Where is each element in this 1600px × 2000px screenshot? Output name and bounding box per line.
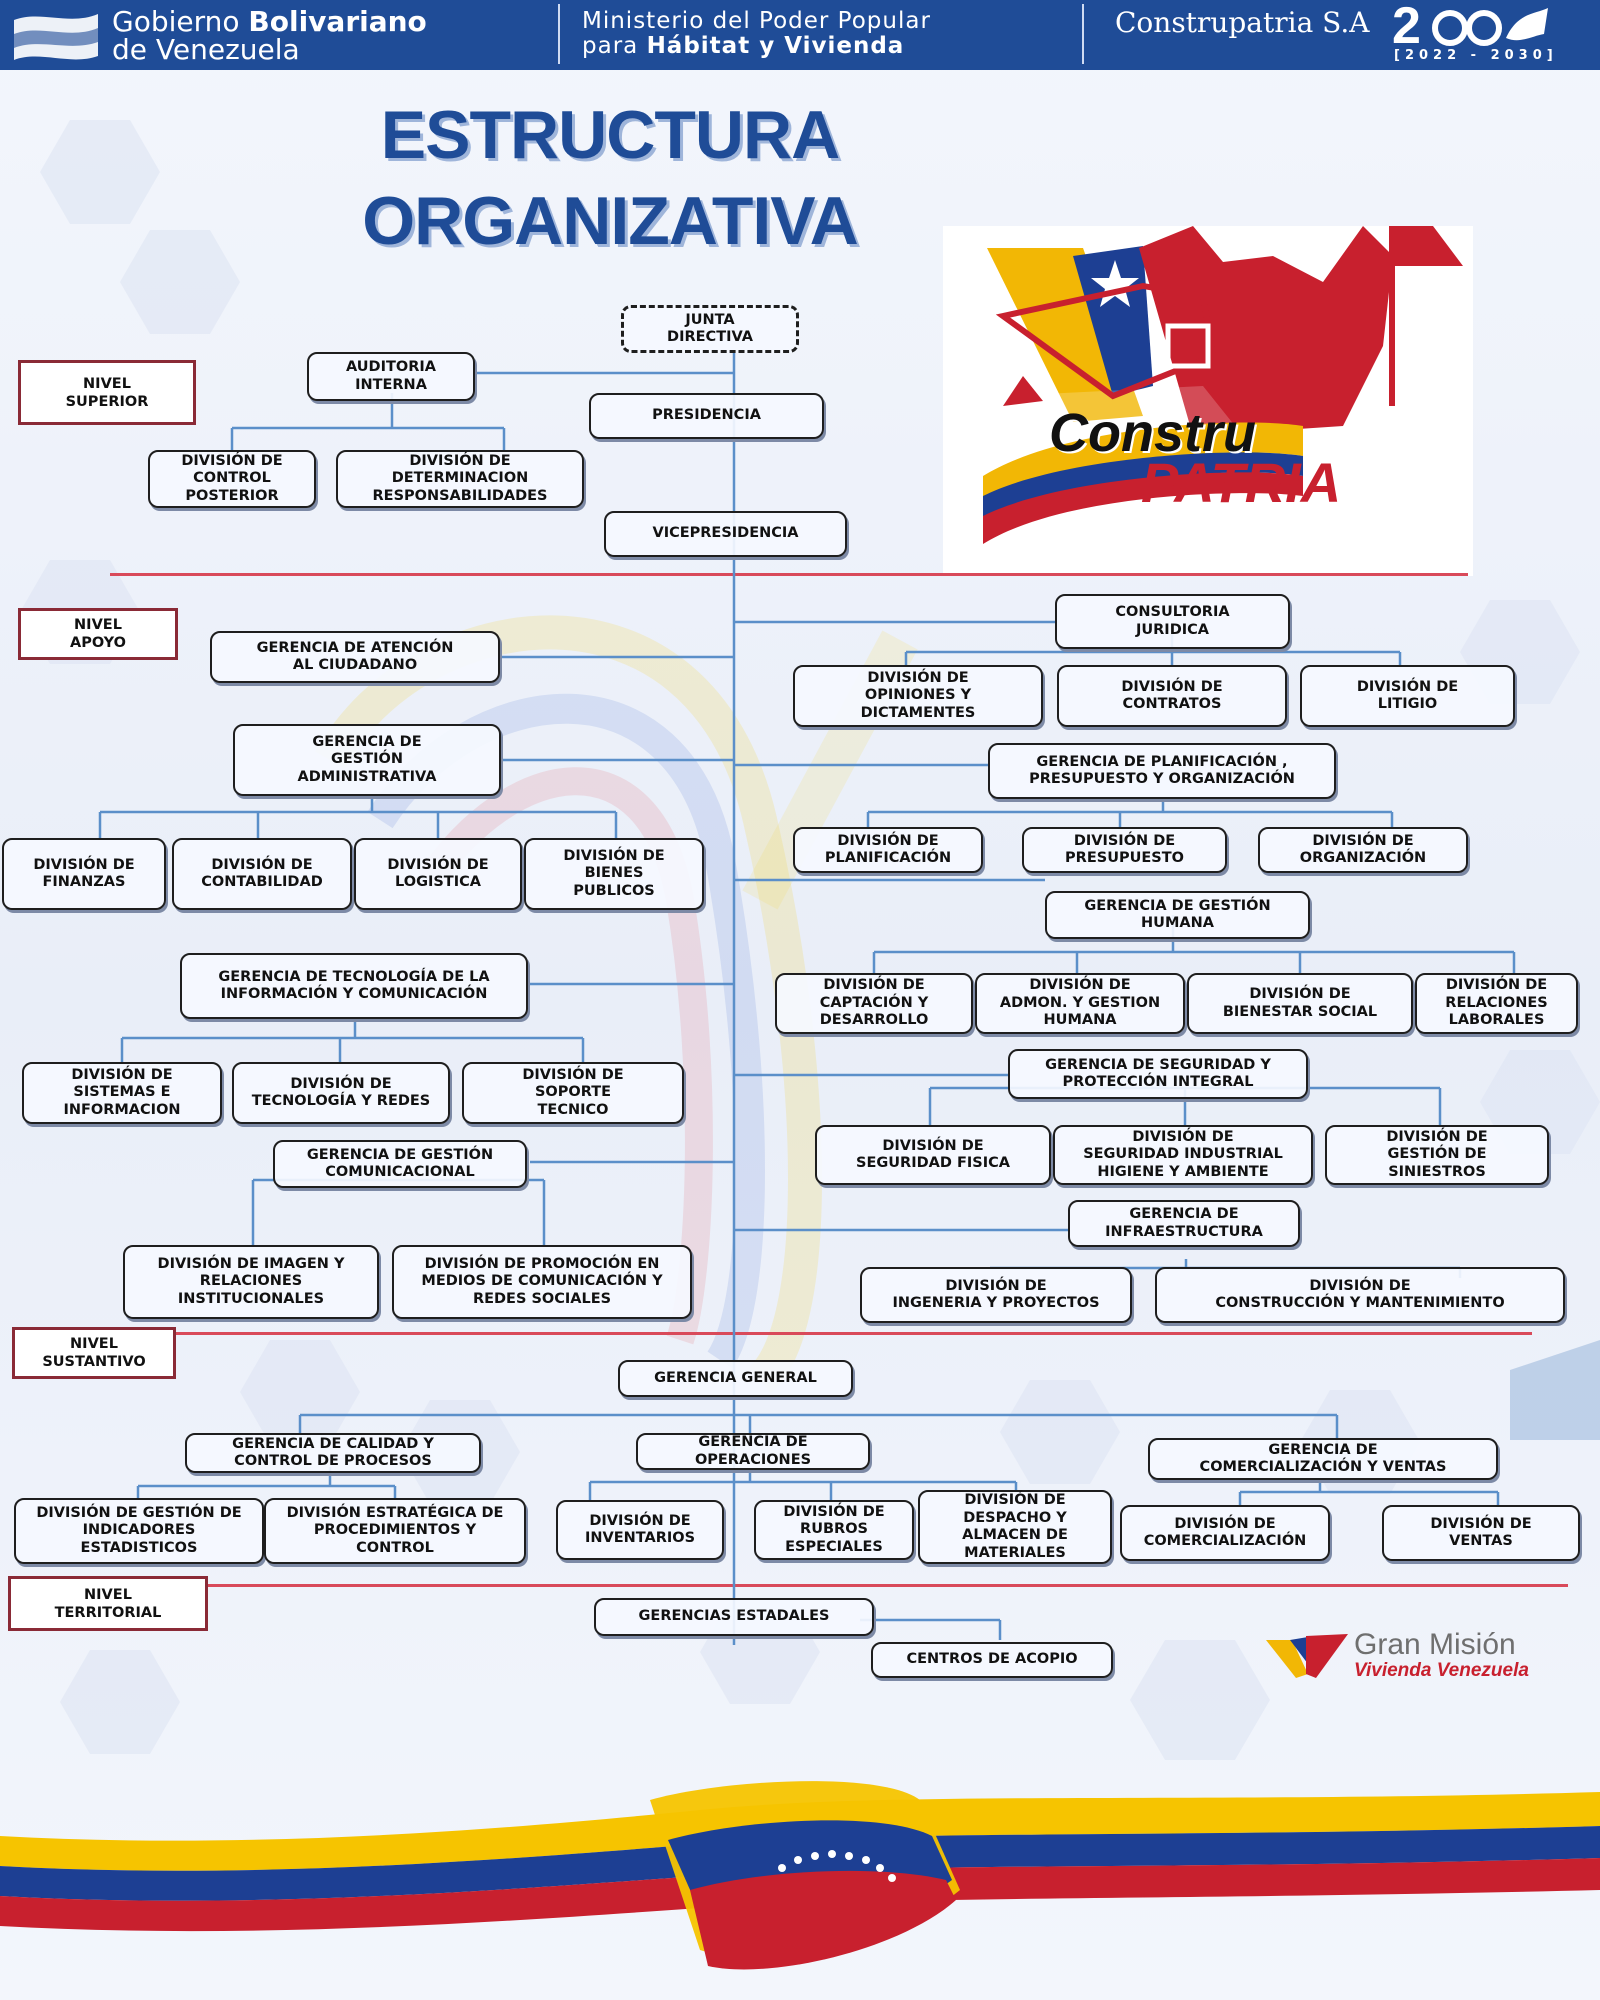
government-name: Gobierno Bolivariano de Venezuela <box>112 8 427 64</box>
org-unit-division-admon-gestion-humana[interactable]: DIVISIÓN DE ADMON. Y GESTION HUMANA <box>975 973 1185 1034</box>
org-unit-gerencias-estadales[interactable]: GERENCIAS ESTADALES <box>594 1598 874 1636</box>
org-unit-division-seguridad-fisica[interactable]: DIVISIÓN DE SEGURIDAD FISICA <box>815 1125 1051 1185</box>
level-label-sustantivo: NIVEL SUSTANTIVO <box>12 1327 176 1379</box>
ministry-name-line1: Ministerio del Poder Popular <box>582 8 931 34</box>
ministry-name-line2b: Hábitat y Vivienda <box>646 33 905 59</box>
level-separator-line <box>110 573 1468 576</box>
org-unit-gerencia-calidad-procesos[interactable]: GERENCIA DE CALIDAD Y CONTROL DE PROCESO… <box>185 1433 481 1473</box>
ministry-name-line2a: para <box>582 33 647 59</box>
org-unit-centros-acopio[interactable]: CENTROS DE ACOPIO <box>871 1642 1113 1678</box>
government-name-line1b: Bolivariano <box>248 5 427 38</box>
page-title-line1: ESTRUCTURA <box>380 97 840 173</box>
org-unit-gerencia-infraestructura[interactable]: GERENCIA DE INFRAESTRUCTURA <box>1068 1200 1300 1247</box>
org-unit-division-determinacion-responsabilidades[interactable]: DIVISIÓN DE DETERMINACION RESPONSABILIDA… <box>336 450 584 508</box>
org-unit-division-promocion-medios[interactable]: DIVISIÓN DE PROMOCIÓN EN MEDIOS DE COMUN… <box>392 1245 692 1319</box>
logo-word-patria: PATRIA <box>1141 451 1342 514</box>
ministry-name: Ministerio del Poder Popular para Hábita… <box>582 9 931 59</box>
org-unit-division-imagen-relaciones[interactable]: DIVISIÓN DE IMAGEN Y RELACIONES INSTITUC… <box>123 1245 379 1319</box>
org-unit-gerencia-planificacion-presupuesto[interactable]: GERENCIA DE PLANIFICACIÓN , PRESUPUESTO … <box>988 743 1336 799</box>
org-unit-gerencia-atencion-ciudadano[interactable]: GERENCIA DE ATENCIÓN AL CIUDADANO <box>210 631 500 683</box>
gran-mision-title: Gran Misión <box>1354 1628 1516 1661</box>
org-unit-division-contratos[interactable]: DIVISIÓN DE CONTRATOS <box>1057 665 1287 727</box>
org-unit-division-indicadores-estadisticos[interactable]: DIVISIÓN DE GESTIÓN DE INDICADORES ESTAD… <box>14 1498 264 1564</box>
org-unit-division-relaciones-laborales[interactable]: DIVISIÓN DE RELACIONES LABORALES <box>1415 973 1578 1034</box>
org-unit-division-captacion-desarrollo[interactable]: DIVISIÓN DE CAPTACIÓN Y DESARROLLO <box>775 973 973 1034</box>
org-unit-division-sistemas-informacion[interactable]: DIVISIÓN DE SISTEMAS E INFORMACION <box>22 1062 222 1124</box>
org-unit-division-bienes-publicos[interactable]: DIVISIÓN DE BIENES PUBLICOS <box>524 838 704 910</box>
org-unit-division-inventarios[interactable]: DIVISIÓN DE INVENTARIOS <box>556 1500 724 1560</box>
plan-years: [2022 - 2030] <box>1394 48 1558 63</box>
org-unit-division-bienestar-social[interactable]: DIVISIÓN DE BIENESTAR SOCIAL <box>1187 973 1413 1034</box>
org-unit-division-despacho-almacen[interactable]: DIVISIÓN DE DESPACHO Y ALMACEN DE MATERI… <box>918 1490 1112 1564</box>
background-hexagon <box>60 1650 180 1754</box>
org-unit-gerencia-seguridad-proteccion[interactable]: GERENCIA DE SEGURIDAD Y PROTECCIÓN INTEG… <box>1008 1049 1308 1099</box>
org-unit-division-ingenieria-proyectos[interactable]: DIVISIÓN DE INGENERIA Y PROYECTOS <box>860 1267 1132 1323</box>
org-unit-gerencia-operaciones[interactable]: GERENCIA DE OPERACIONES <box>636 1433 870 1470</box>
org-unit-division-tecnologia-redes[interactable]: DIVISIÓN DE TECNOLOGÍA Y REDES <box>232 1062 450 1124</box>
org-unit-division-soporte-tecnico[interactable]: DIVISIÓN DE SOPORTE TECNICO <box>462 1062 684 1124</box>
header-divider <box>558 4 560 64</box>
government-name-line2: de Venezuela <box>112 33 300 66</box>
org-unit-gerencia-gestion-comunicacional[interactable]: GERENCIA DE GESTIÓN COMUNICACIONAL <box>273 1140 527 1188</box>
org-unit-gerencia-general[interactable]: GERENCIA GENERAL <box>618 1360 853 1397</box>
org-unit-division-contabilidad[interactable]: DIVISIÓN DE CONTABILIDAD <box>172 838 352 910</box>
org-unit-division-finanzas[interactable]: DIVISIÓN DE FINANZAS <box>2 838 166 910</box>
org-unit-division-opiniones-dictamentes[interactable]: DIVISIÓN DE OPINIONES Y DICTAMENTES <box>793 665 1043 727</box>
gran-mision-vivienda-logo: Gran Misión Vivienda Venezuela <box>1262 1628 1562 1688</box>
page-title-line2: ORGANIZATIVA <box>362 183 858 259</box>
org-unit-division-planificacion[interactable]: DIVISIÓN DE PLANIFICACIÓN <box>793 827 983 873</box>
org-unit-gerencia-comercializacion-ventas[interactable]: GERENCIA DE COMERCIALIZACIÓN Y VENTAS <box>1148 1438 1498 1480</box>
org-unit-division-ventas[interactable]: DIVISIÓN DE VENTAS <box>1382 1505 1580 1561</box>
org-unit-division-logistica[interactable]: DIVISIÓN DE LOGISTICA <box>354 838 522 910</box>
level-label-apoyo: NIVEL APOYO <box>18 608 178 660</box>
construpatria-logo: Constru PATRIA <box>943 166 1473 576</box>
org-unit-gerencia-gestion-administrativa[interactable]: GERENCIA DE GESTIÓN ADMINISTRATIVA <box>233 724 501 796</box>
header-bar: Gobierno Bolivariano de Venezuela Minist… <box>0 0 1600 70</box>
gran-mision-emblem-icon <box>1266 1634 1348 1678</box>
government-name-line1a: Gobierno <box>112 5 249 38</box>
gran-mision-subtitle: Vivienda Venezuela <box>1354 1660 1529 1681</box>
org-unit-division-rubros-especiales[interactable]: DIVISIÓN DE RUBROS ESPECIALES <box>754 1500 914 1560</box>
org-unit-division-presupuesto[interactable]: DIVISIÓN DE PRESUPUESTO <box>1022 827 1227 873</box>
org-unit-division-comercializacion[interactable]: DIVISIÓN DE COMERCIALIZACIÓN <box>1120 1505 1330 1561</box>
company-name: Construpatria S.A <box>1115 6 1370 39</box>
plan-2022-2030-logo: 2 [2022 - 2030] <box>1392 0 1572 66</box>
plan-decoration-icon <box>1432 8 1548 46</box>
org-unit-auditoria-interna[interactable]: AUDITORIA INTERNA <box>307 352 475 401</box>
org-unit-gerencia-tecnologia-informacion[interactable]: GERENCIA DE TECNOLOGÍA DE LA INFORMACIÓN… <box>180 953 528 1019</box>
org-unit-division-estrategica-procedimientos[interactable]: DIVISIÓN ESTRATÉGICA DE PROCEDIMIENTOS Y… <box>264 1498 526 1564</box>
org-unit-consultoria-juridica[interactable]: CONSULTORIA JURIDICA <box>1055 594 1290 649</box>
header-divider <box>1082 4 1084 64</box>
plan-mark: 2 <box>1392 0 1421 55</box>
level-separator-line <box>50 1584 1568 1587</box>
level-label-superior: NIVEL SUPERIOR <box>18 360 196 425</box>
org-unit-presidencia[interactable]: PRESIDENCIA <box>589 393 824 439</box>
org-unit-division-organizacion[interactable]: DIVISIÓN DE ORGANIZACIÓN <box>1258 827 1468 873</box>
construpatria-emblem-icon <box>983 166 1463 544</box>
org-unit-division-control-posterior[interactable]: DIVISIÓN DE CONTROL POSTERIOR <box>148 450 316 508</box>
background-hexagon <box>1130 1640 1270 1760</box>
logo-word-constru: Constru <box>1049 403 1256 463</box>
org-unit-gerencia-gestion-humana[interactable]: GERENCIA DE GESTIÓN HUMANA <box>1045 891 1310 939</box>
org-unit-division-litigio[interactable]: DIVISIÓN DE LITIGIO <box>1300 665 1515 727</box>
org-unit-junta-directiva[interactable]: JUNTA DIRECTIVA <box>621 305 799 353</box>
org-unit-division-construccion-mantenimiento[interactable]: DIVISIÓN DE CONSTRUCCIÓN Y MANTENIMIENTO <box>1155 1267 1565 1323</box>
page-title: ESTRUCTURA ORGANIZATIVA <box>300 92 920 264</box>
venezuela-flag-ribbon <box>0 1781 1600 1970</box>
org-unit-division-gestion-siniestros[interactable]: DIVISIÓN DE GESTIÓN DE SINIESTROS <box>1325 1125 1549 1185</box>
level-separator-line <box>50 1332 1532 1335</box>
background-hexagon <box>1000 1380 1120 1484</box>
org-unit-vicepresidencia[interactable]: VICEPRESIDENCIA <box>604 511 847 557</box>
level-label-territorial: NIVEL TERRITORIAL <box>8 1576 208 1631</box>
org-unit-division-seguridad-industrial[interactable]: DIVISIÓN DE SEGURIDAD INDUSTRIAL HIGIENE… <box>1053 1125 1313 1185</box>
venezuela-flag-icon <box>14 14 98 60</box>
